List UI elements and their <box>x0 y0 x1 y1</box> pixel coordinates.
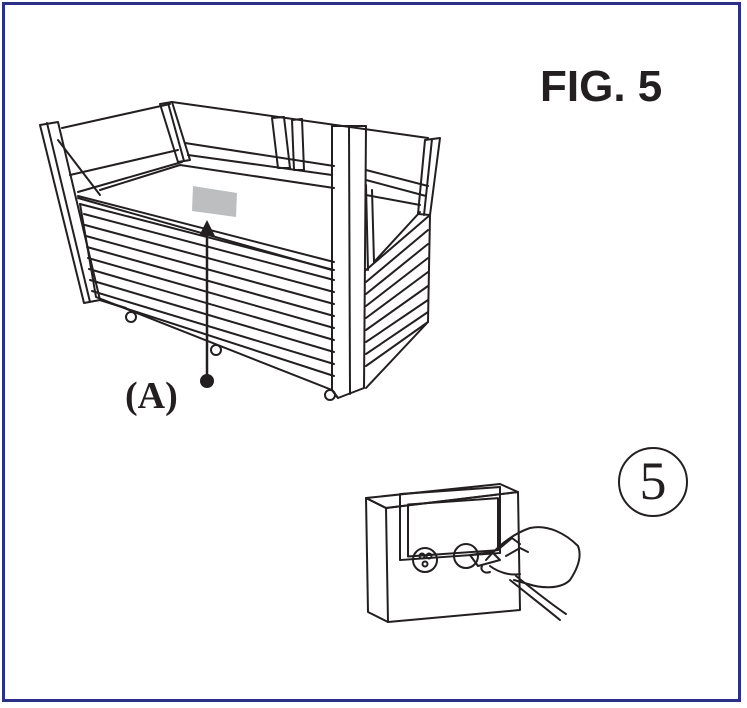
figure-title: FIG. 5 <box>540 62 663 111</box>
arrow-head <box>199 220 215 236</box>
wall-outlet-illustration <box>365 483 521 623</box>
callout-label-a: (A) <box>125 375 178 417</box>
step-number-badge: 5 <box>618 447 688 517</box>
callout-dot <box>200 374 214 388</box>
label-plate <box>192 186 237 217</box>
display-cabinet-illustration <box>39 101 441 401</box>
figure-frame <box>2 2 741 702</box>
hand-plug-icon <box>469 526 581 621</box>
